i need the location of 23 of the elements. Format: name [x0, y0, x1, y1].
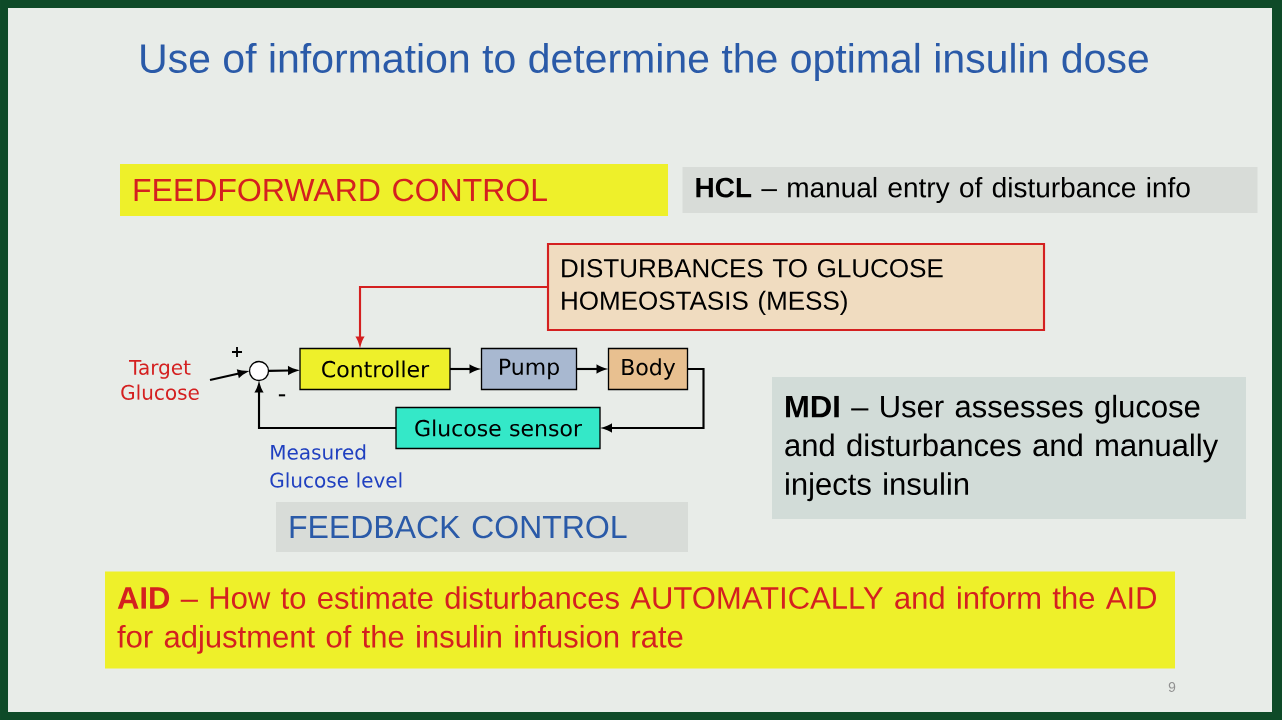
arrow: [603, 367, 705, 432]
section-band: FEEDBACK CONTROL: [276, 502, 688, 552]
input-label: Target Glucose: [121, 360, 199, 400]
arrow: [576, 365, 606, 373]
arrow: [209, 369, 247, 382]
arrow: [255, 383, 396, 430]
slide-title: Use of information to determine the optimal insulin dose: [141, 42, 1148, 82]
note-box: HCL – manual entry of disturbance info: [682, 167, 1258, 213]
disturbance-box: DISTURBANCES TO GLUCOSE HOMEOSTASIS (MESS): [546, 242, 1046, 332]
arrow: [356, 285, 548, 346]
sign-label: +: [232, 346, 242, 357]
note-box: AID – How to estimate disturbances AUTOMATICALLY and inform the AID for adjustment of the insulin infusion rate: [105, 571, 1175, 669]
arrow: [268, 366, 297, 375]
summing-junction: [248, 360, 270, 382]
note-box: MDI – User assesses glucose and disturbances and manually injects insulin: [772, 377, 1246, 519]
body-block: Body: [607, 347, 689, 391]
arrow: [450, 365, 479, 373]
sign-label: –: [278, 394, 286, 397]
section-band: FEEDFORWARD CONTROL: [120, 164, 668, 216]
controller-block: Controller: [299, 347, 451, 391]
pump-block: Pump: [480, 347, 578, 391]
page-number: 9: [1168, 682, 1176, 692]
sensor-block: Glucose sensor: [395, 406, 601, 450]
